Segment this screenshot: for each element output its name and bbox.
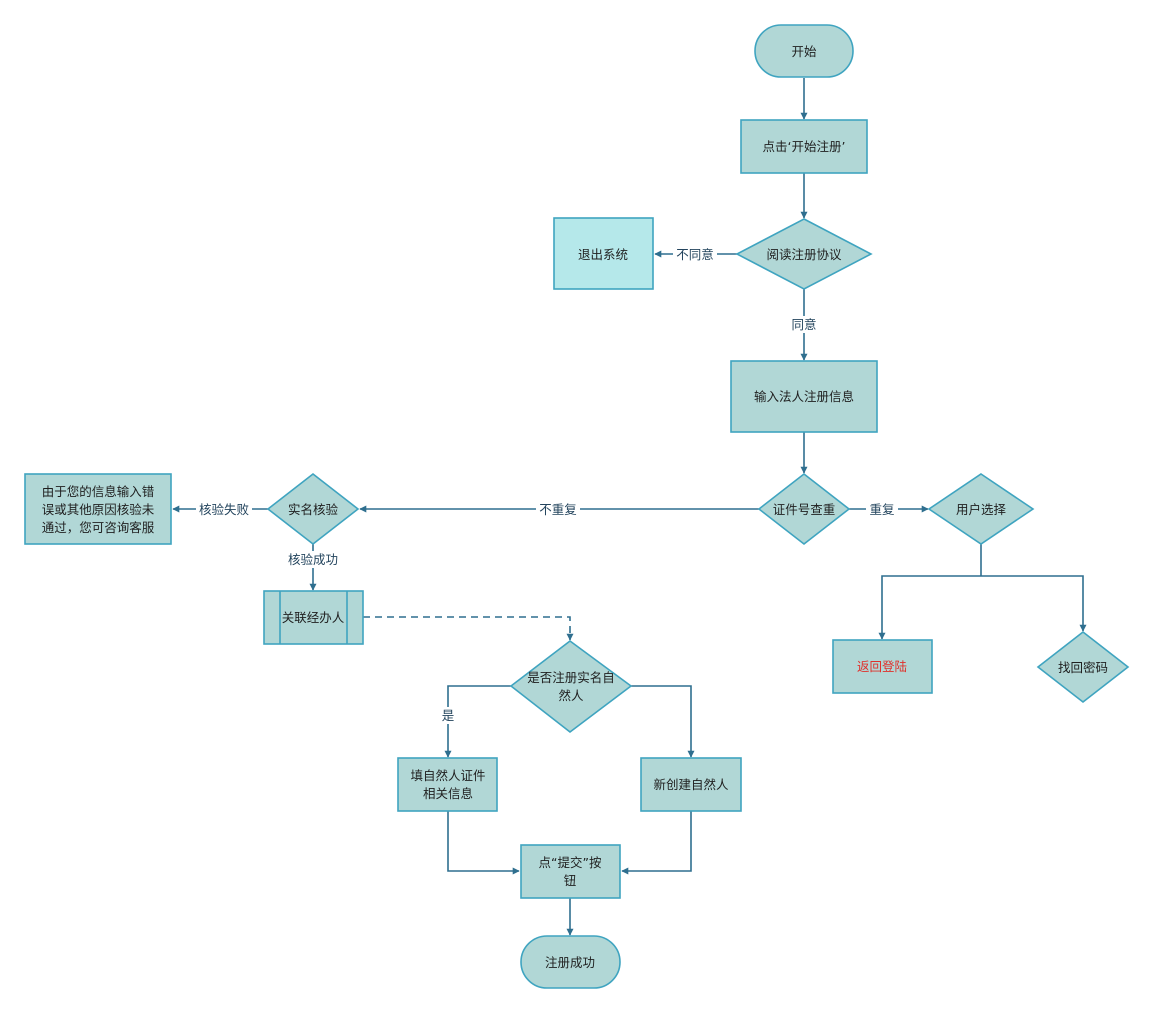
node-start-label: 开始 (791, 44, 817, 59)
node-fill-cert-line2: 相关信息 (423, 786, 473, 801)
node-user-choice: 用户选择 (927, 473, 1035, 545)
node-success: 注册成功 (520, 935, 621, 989)
node-exit-system-label: 退出系统 (578, 247, 628, 262)
node-user-choice-label: 用户选择 (956, 502, 1007, 517)
node-read-agreement: 阅读注册协议 (735, 218, 873, 290)
edge-fillcert-to-submit (447, 811, 520, 875)
node-exit-system: 退出系统 (553, 217, 654, 290)
node-link-agent: 关联经办人 (263, 590, 364, 645)
node-realname-check-label: 实名核验 (288, 502, 339, 517)
label-agree: 同意 (791, 317, 816, 332)
node-fail-message: 由于您的信息输入错 误或其他原因核验未 通过，您可咨询客服 (24, 473, 172, 545)
node-id-check-label: 证件号查重 (773, 502, 836, 517)
edge-isregistered-to-newperson (631, 685, 695, 758)
node-fail-message-line1: 由于您的信息输入错 (42, 484, 155, 499)
node-is-registered: 是否注册实名自 然人 (509, 639, 633, 734)
node-is-registered-line2: 然人 (558, 688, 584, 703)
node-find-password-label: 找回密码 (1058, 660, 1108, 675)
node-back-login: 返回登陆 (832, 639, 933, 694)
label-disagree: 不同意 (676, 247, 714, 262)
label-duplicate: 重复 (869, 502, 895, 517)
node-submit-line1: 点“提交”按 (539, 855, 602, 870)
label-yes: 是 (442, 708, 455, 723)
node-fill-cert: 填自然人证件 相关信息 (397, 757, 498, 812)
node-start: 开始 (754, 24, 854, 78)
label-verify-fail: 核验失败 (199, 502, 250, 517)
node-input-info: 输入法人注册信息 (730, 360, 878, 433)
edge-newperson-to-submit (621, 811, 692, 875)
node-input-info-label: 输入法人注册信息 (754, 389, 854, 404)
node-new-person: 新创建自然人 (640, 757, 742, 812)
label-verify-success: 核验成功 (288, 552, 338, 567)
node-id-check: 证件号查重 (757, 472, 851, 546)
node-fail-message-line2: 误或其他原因核验未 (42, 502, 155, 517)
node-submit: 点“提交”按 钮 (520, 844, 621, 899)
node-realname-check: 实名核验 (266, 472, 360, 546)
node-back-login-label: 返回登陆 (857, 659, 907, 674)
node-find-password: 找回密码 (1036, 630, 1130, 704)
edge-userchoice-to-backlogin (878, 575, 981, 640)
label-not-duplicate: 不重复 (539, 502, 577, 517)
node-click-register-label: 点击‘开始注册’ (763, 139, 846, 154)
node-click-register: 点击‘开始注册’ (740, 119, 868, 174)
node-read-agreement-label: 阅读注册协议 (766, 247, 842, 262)
edge-isregistered-to-fillcert (444, 685, 511, 758)
node-fill-cert-line1: 填自然人证件 (410, 768, 485, 783)
node-link-agent-label: 关联经办人 (282, 610, 345, 625)
edge-agent-to-isregistered (363, 616, 574, 641)
node-success-label: 注册成功 (545, 955, 595, 970)
node-fail-message-line3: 通过，您可咨询客服 (42, 520, 155, 535)
node-is-registered-line1: 是否注册实名自 (527, 670, 615, 685)
node-new-person-label: 新创建自然人 (653, 777, 729, 792)
node-submit-line2: 钮 (564, 873, 577, 888)
edge-userchoice-to-findpwd (981, 575, 1087, 632)
